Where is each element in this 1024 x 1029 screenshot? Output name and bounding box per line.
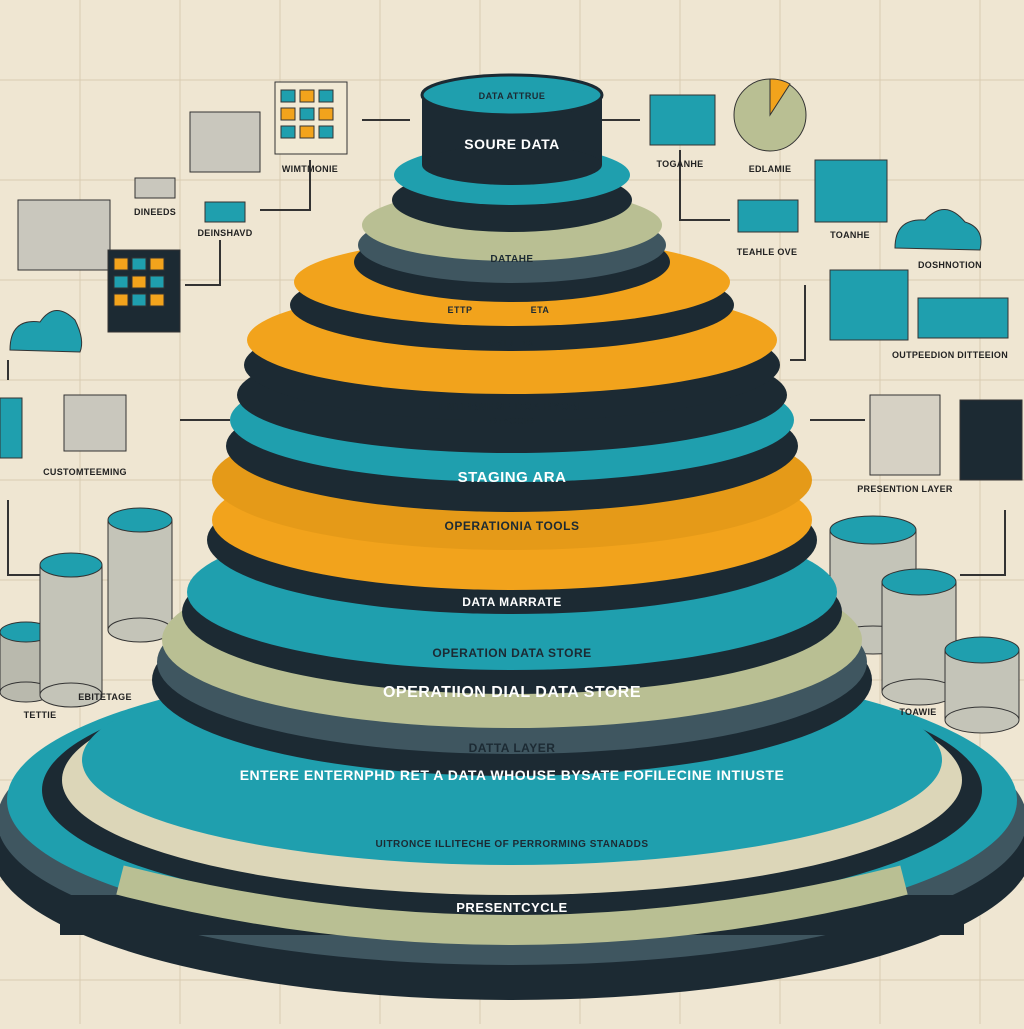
tier-label-source: SOURE DATA bbox=[464, 136, 559, 152]
tier-label-data-layer: DATTA LAYER bbox=[469, 741, 556, 755]
side-label-edlamie: EDLAMIE bbox=[749, 164, 792, 174]
side-label-doshnotion: DOSHNOTION bbox=[918, 260, 982, 270]
tier-label-ettp: ETTP bbox=[447, 305, 472, 315]
tier-label-operations-tools: OPERATIONIA TOOLS bbox=[445, 519, 580, 533]
side-label-toanhe: TOANHE bbox=[830, 230, 870, 240]
side-label-deinshavd: DEINSHAVD bbox=[197, 228, 252, 238]
side-label-teahle-ove: TEAHLE OVE bbox=[737, 247, 798, 257]
tier-label-operation-store: OPERATION DATA STORE bbox=[432, 646, 591, 660]
tier-label-staging: STAGING ARA bbox=[458, 469, 567, 486]
tier-label-data-marrate: DATA MARRATE bbox=[462, 595, 562, 609]
side-label-toganhe: TOGANHE bbox=[657, 159, 704, 169]
small-stack-icon bbox=[134, 177, 176, 199]
paper-stack-icon bbox=[17, 199, 111, 271]
database-icon bbox=[39, 552, 103, 708]
cloud-icon bbox=[9, 310, 83, 353]
tier-label-presentcycle: PRESENTCYCLE bbox=[456, 900, 567, 915]
tier-label-dtyocid: DTYOCID bbox=[490, 416, 534, 426]
side-label-outpeedion: OUTPEEDION DITTEEION bbox=[892, 350, 1008, 360]
box-icon bbox=[737, 199, 799, 233]
database-icon bbox=[944, 636, 1020, 734]
tier-label-top: DATA ATTRUE bbox=[479, 91, 546, 101]
file-folders-icon bbox=[917, 297, 1009, 339]
database-icon bbox=[107, 507, 173, 643]
side-label-tettie: TETTIE bbox=[24, 710, 57, 720]
top-right-icons bbox=[649, 78, 1023, 481]
top-left-icons bbox=[0, 81, 348, 459]
cloud-icon bbox=[894, 209, 982, 251]
side-label-dineeds: DINEEDS bbox=[134, 207, 176, 217]
connector-lines bbox=[7, 119, 1006, 576]
side-label-ebitetage: EBITETAGE bbox=[78, 692, 132, 702]
tier-label-enterprise-store: ENTERNHSE DOA BYORE bbox=[439, 401, 586, 413]
side-label-presention-layer: PRESENTION LAYER bbox=[857, 484, 953, 494]
box-icon bbox=[649, 94, 716, 146]
tier-label-eta: ETA bbox=[531, 305, 550, 315]
server-rack-icon bbox=[959, 399, 1023, 481]
small-stack-icon bbox=[204, 201, 246, 223]
tier-label-performing-standards: UITRONCE ILLITECHE OF PERRORMING STANADD… bbox=[375, 839, 648, 850]
side-label-toawie: TOAWIE bbox=[899, 707, 936, 717]
tiers-stack bbox=[152, 73, 872, 776]
stacked-papers-icon bbox=[189, 111, 261, 173]
side-label-customteeming: CUSTOMTEEMING bbox=[43, 467, 127, 477]
cube-wireframe-icon bbox=[869, 394, 941, 476]
database-icon bbox=[881, 568, 957, 706]
tier-labels: DATA ATTRUE SOURE DATA DATAHE ETTP ETA E… bbox=[240, 91, 785, 915]
side-labels: WIMTMONIE DINEEDS DEINSHAVD TOGANHE EDLA… bbox=[24, 159, 1008, 720]
tier-label-euvidense: EUVIDENSE bbox=[484, 338, 541, 348]
laptop-icon bbox=[63, 394, 127, 452]
stack-boxes-icon bbox=[829, 269, 909, 341]
stack-boxes-icon bbox=[814, 159, 888, 223]
server-rack-icon bbox=[0, 397, 23, 459]
side-label-wimtmonie: WIMTMONIE bbox=[282, 164, 338, 174]
tier-label-operational-store: OPERATIION DIAL DATA STORE bbox=[383, 684, 641, 701]
tier-label-enterprise-warehouse: ENTERE ENTERNPHD RET A DATA WHOUSE BYSAT… bbox=[240, 767, 785, 783]
tier-label-datahe: DATAHE bbox=[490, 254, 533, 265]
